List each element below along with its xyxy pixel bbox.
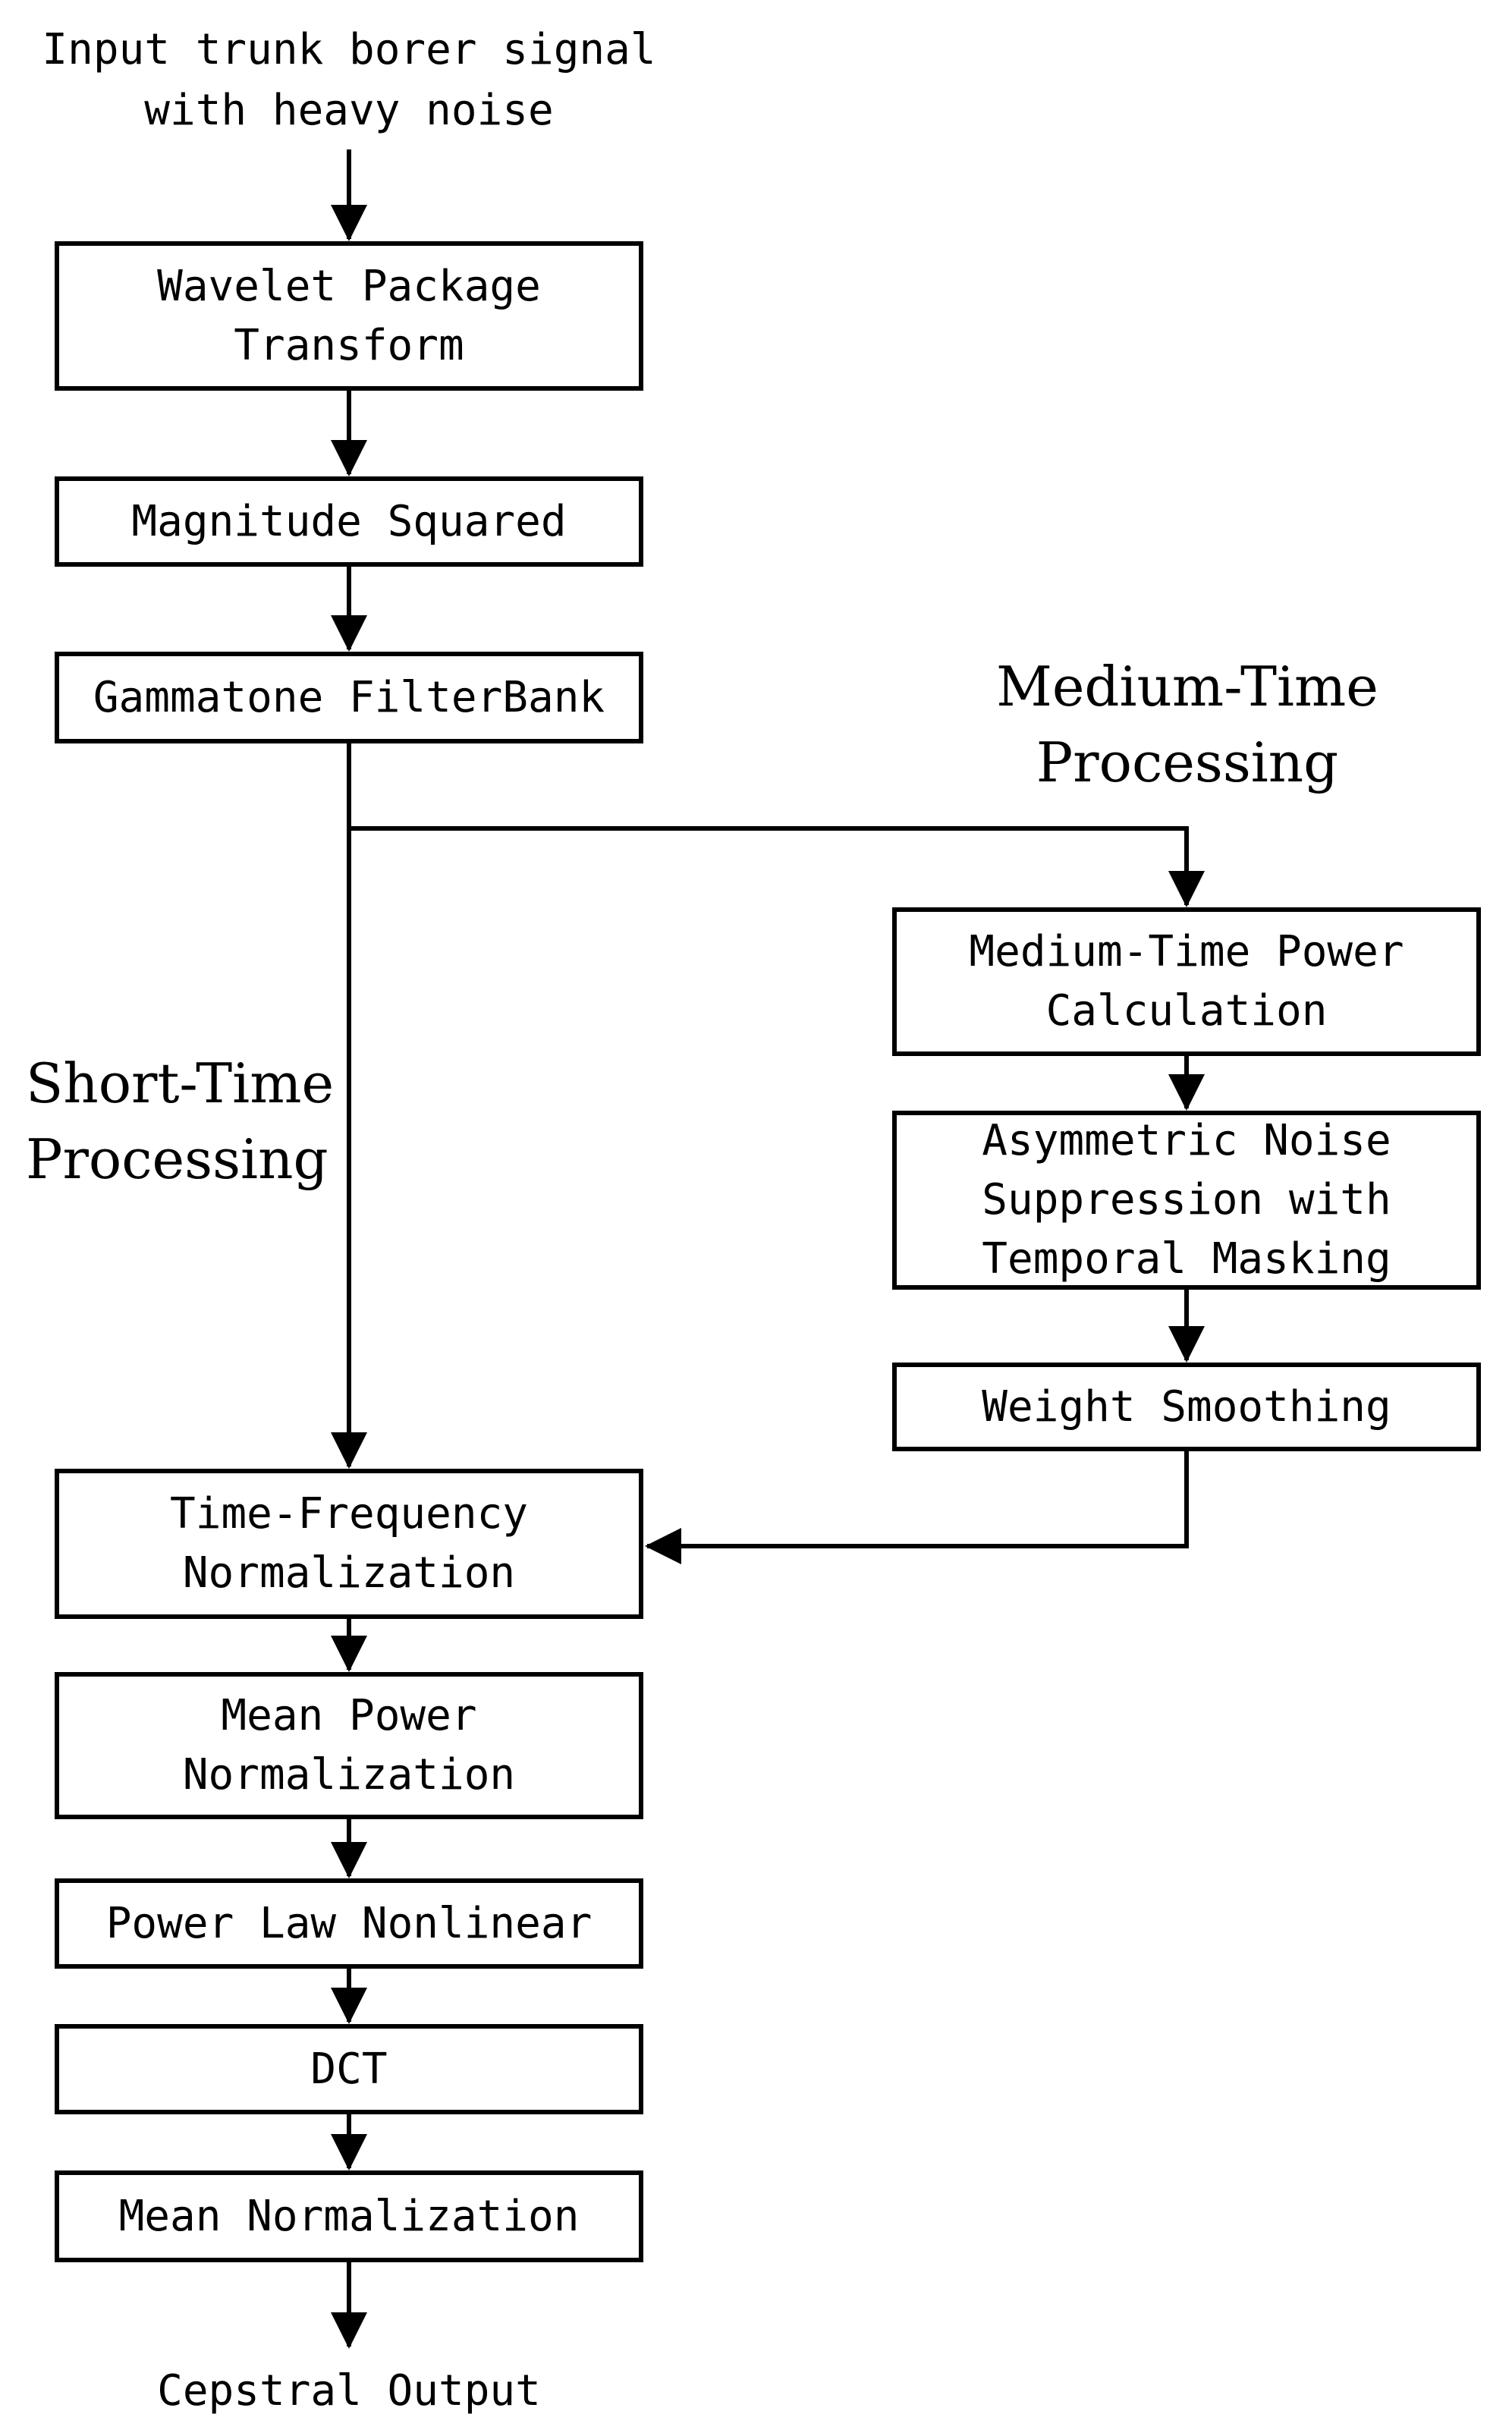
node-power-law-nonlinear: Power Law Nonlinear xyxy=(55,1878,643,1969)
node-mean-normalization: Mean Normalization xyxy=(55,2170,643,2262)
node-medium-time-power-calculation: Medium-Time Power Calculation xyxy=(892,907,1481,1056)
short-time-processing-label: Short-Time Processing xyxy=(26,1051,335,1191)
node-time-frequency-normalization: Time-Frequency Normalization xyxy=(55,1469,643,1619)
node-mean-power-normalization: Mean Power Normalization xyxy=(55,1672,643,1819)
node-weight-smoothing: Weight Smoothing xyxy=(892,1363,1481,1451)
arrow-branch-to-medium-time xyxy=(347,826,1205,907)
node-magnitude-squared: Magnitude Squared xyxy=(55,476,643,567)
node-dct: DCT xyxy=(55,2024,643,2114)
node-wavelet-package-transform: Wavelet Package Transform xyxy=(55,241,643,391)
arrow-weight-to-tf-normalization xyxy=(645,1449,1189,1564)
cepstral-output-label: Cepstral Output xyxy=(157,2366,541,2416)
node-gammatone-filterbank: Gammatone FilterBank xyxy=(55,652,643,743)
input-signal-label: Input trunk borer signal with heavy nois… xyxy=(42,25,656,135)
node-asymmetric-noise-suppression: Asymmetric Noise Suppression with Tempor… xyxy=(892,1111,1481,1290)
medium-time-processing-label: Medium-Time Processing xyxy=(996,655,1378,794)
